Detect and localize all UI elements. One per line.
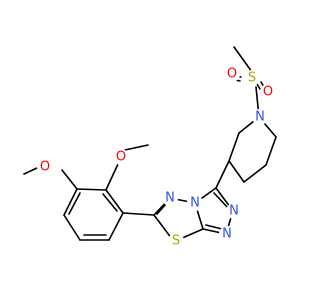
bond-pip-4 [243, 164, 267, 183]
bond-thia-3 [153, 214, 173, 240]
bond-methyl-s [233, 46, 253, 73]
svg-text:N: N [165, 191, 175, 206]
bond-pip-2 [228, 132, 240, 162]
bond-o1-methyl [124, 144, 149, 151]
bond-ar-4 [63, 214, 81, 241]
bond-pip-5 [265, 136, 277, 166]
triazole-nitrogen-a-atom: N [226, 203, 242, 219]
bond-thia-2b [156, 202, 168, 215]
bond-ar-1 [105, 189, 124, 214]
bond-ar-3b [68, 192, 81, 215]
sulfonyl-oxygen-top-atom: O [224, 66, 240, 82]
bond-ar-3 [63, 188, 78, 216]
svg-text:O: O [40, 160, 50, 175]
svg-text:N: N [255, 110, 265, 125]
sulfonyl-oxygen-right-atom: O [260, 84, 276, 100]
bond-thia-aryl [122, 212, 155, 216]
svg-text:O: O [263, 85, 273, 100]
svg-text:O: O [116, 150, 126, 165]
bond-o2-methyl [23, 167, 38, 175]
bond-tri-3b [205, 224, 223, 230]
bond-ar-2 [76, 188, 107, 191]
fused-nitrogen-atom: N [187, 195, 203, 211]
svg-text:O: O [227, 67, 237, 82]
bond-s-o-right-b [256, 83, 261, 90]
bond-ar-6 [108, 212, 124, 241]
svg-text:S: S [248, 71, 256, 86]
svg-text:N: N [190, 196, 200, 211]
triazole-nitrogen-b-atom: N [219, 226, 235, 242]
piperidine-nitrogen-atom: N [252, 109, 268, 125]
methoxy-oxygen-2-atom: O [37, 159, 53, 175]
atom-labels: S O O N N N N N [37, 66, 276, 249]
molecule-structure: S O O N N N N N [23, 46, 277, 249]
bond-ar-o2 [61, 169, 78, 190]
bond-pip-triazole [215, 160, 230, 189]
svg-text:S: S [172, 234, 180, 249]
thiadiazole-nitrogen-atom: N [162, 190, 178, 206]
methoxy-oxygen-1-atom: O [113, 149, 129, 165]
sulfonyl-sulfur-atom: S [244, 70, 260, 86]
svg-text:N: N [222, 227, 232, 242]
bond-thia-4 [179, 228, 204, 240]
svg-text:N: N [229, 204, 239, 219]
thiadiazole-sulfur-atom: S [168, 233, 184, 249]
bond-ar-1b [102, 193, 118, 212]
bond-pip-3 [228, 160, 245, 183]
bond-tri-5b [213, 192, 230, 210]
bond-ar-o1 [105, 163, 119, 191]
